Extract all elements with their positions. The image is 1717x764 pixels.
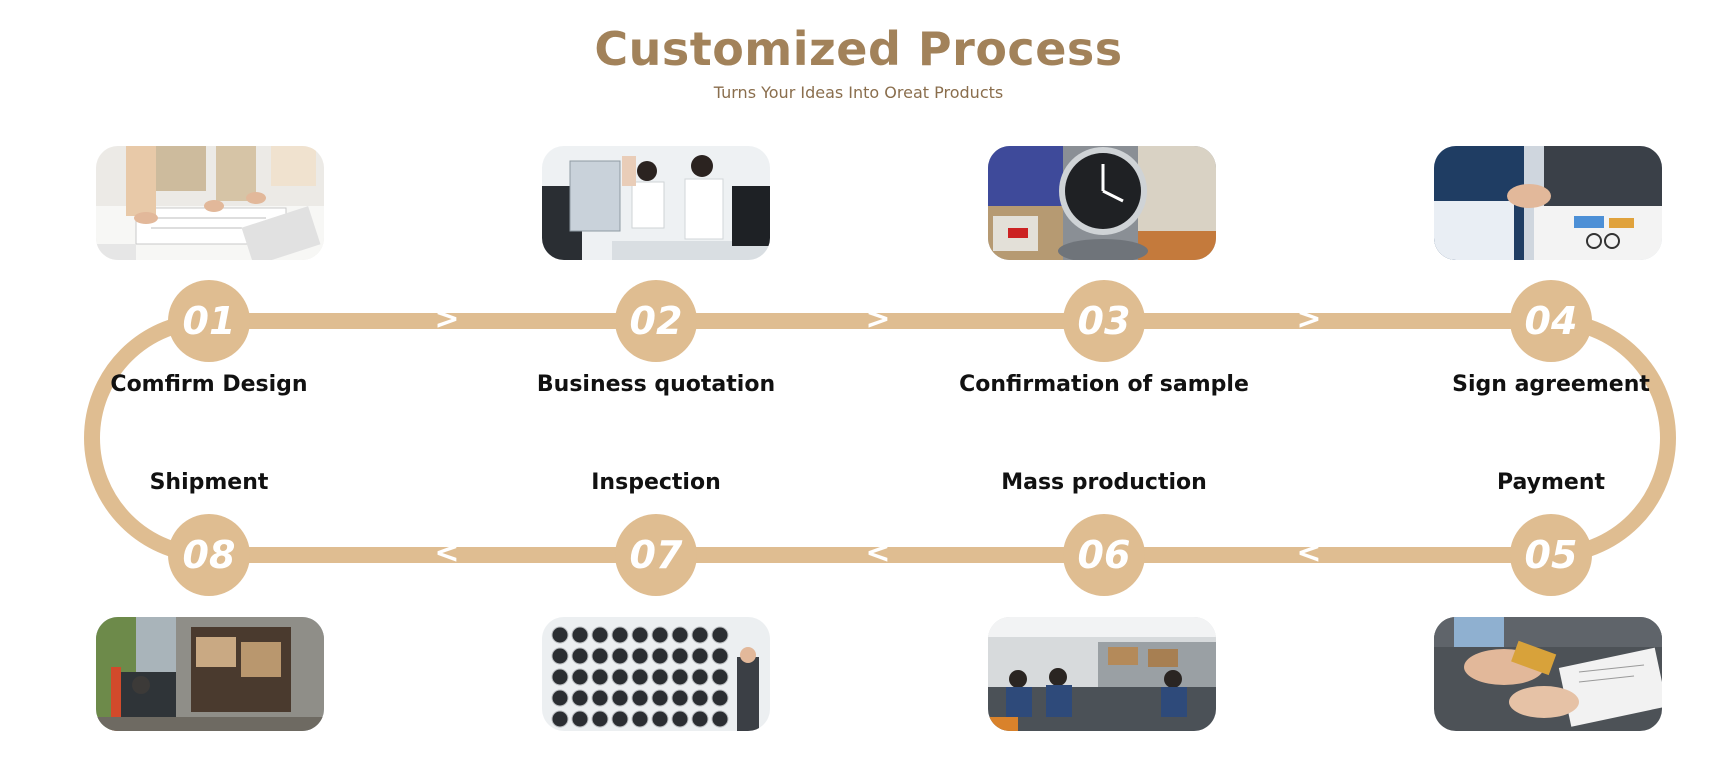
wall-clock-icon — [611, 626, 629, 644]
wall-clock-icon — [691, 668, 709, 686]
wall-clock-icon — [651, 647, 669, 665]
wall-clock-icon — [671, 668, 689, 686]
wall-clock-icon — [571, 689, 589, 707]
step-07-label: Inspection — [591, 470, 721, 495]
step-06-photo — [988, 617, 1216, 731]
step-01-label: Comfirm Design — [110, 372, 308, 397]
page-subtitle: Turns Your Ideas Into Oreat Products — [713, 83, 1004, 102]
arrow-right-icon: > — [434, 301, 460, 337]
wall-clock-icon — [651, 710, 669, 728]
wall-clock-icon — [591, 668, 609, 686]
wall-clock-icon — [651, 689, 669, 707]
wall-clock-icon — [611, 710, 629, 728]
container-loading-photo — [96, 617, 324, 731]
step-08-photo — [96, 617, 324, 731]
step-05-number: 05 — [1510, 514, 1592, 596]
step-01-number: 01 — [168, 280, 250, 362]
step-08-number: 08 — [168, 514, 250, 596]
step-06-label: Mass production — [1001, 470, 1207, 495]
step-04-label: Sign agreement — [1452, 372, 1650, 397]
wall-clock-icon — [691, 647, 709, 665]
wall-clock-icon — [711, 710, 729, 728]
step-02-label: Business quotation — [536, 372, 776, 397]
wall-clock-icon — [631, 626, 649, 644]
wall-clock-icon — [551, 668, 569, 686]
wall-clock-icon — [551, 689, 569, 707]
wall-clock-icon — [571, 626, 589, 644]
step-03-photo — [988, 146, 1216, 260]
wall-clock-icon — [651, 626, 669, 644]
wall-clock-icon — [631, 647, 649, 665]
wall-clock-icon — [611, 689, 629, 707]
wall-clock-icon — [551, 647, 569, 665]
step-05-label: Payment — [1496, 470, 1606, 495]
wall-clock-icon — [591, 626, 609, 644]
wall-clock-icon — [571, 668, 589, 686]
wall-clock-icon — [651, 668, 669, 686]
blueprint-design-photo — [96, 146, 324, 260]
wall-clock-icon — [711, 668, 729, 686]
step-07-number: 07 — [615, 514, 697, 596]
wall-clock-sample-photo — [988, 146, 1216, 260]
arrow-left-icon: < — [865, 535, 891, 571]
wall-clock-icon — [631, 689, 649, 707]
wall-clock-icon — [551, 626, 569, 644]
wall-clock-icon — [591, 689, 609, 707]
office-call-center-photo — [542, 146, 770, 260]
factory-assembly-line-photo — [988, 617, 1216, 731]
process-track-loop — [84, 313, 1676, 563]
wall-clock-icon — [571, 710, 589, 728]
wall-clock-icon — [571, 647, 589, 665]
wall-clock-icon — [591, 647, 609, 665]
wall-clock-icon — [671, 626, 689, 644]
wall-clock-icon — [711, 689, 729, 707]
step-05-photo — [1434, 617, 1662, 731]
wall-clock-icon — [691, 710, 709, 728]
step-03-label: Confirmation of sample — [959, 372, 1249, 397]
clock-inspection-wall-photo — [542, 617, 770, 731]
wall-clock-icon — [691, 689, 709, 707]
step-08-label: Shipment — [149, 470, 269, 495]
step-07-photo — [542, 617, 770, 731]
step-02-photo — [542, 146, 770, 260]
wall-clock-icon — [671, 710, 689, 728]
page-title: Customized Process — [594, 22, 1123, 76]
step-04-number: 04 — [1510, 280, 1592, 362]
wall-clock-icon — [591, 710, 609, 728]
arrow-right-icon: > — [1296, 301, 1322, 337]
step-04-photo — [1434, 146, 1662, 260]
arrow-left-icon: < — [1296, 535, 1322, 571]
handshake-agreement-photo — [1434, 146, 1662, 260]
wall-clock-icon — [671, 689, 689, 707]
step-01-photo — [96, 146, 324, 260]
arrow-left-icon: < — [434, 535, 460, 571]
wall-clock-icon — [631, 710, 649, 728]
wall-clock-icon — [631, 668, 649, 686]
wall-clock-icon — [671, 647, 689, 665]
arrow-right-icon: > — [865, 301, 891, 337]
wall-clock-icon — [691, 626, 709, 644]
wall-clock-icon — [611, 668, 629, 686]
wall-clock-icon — [711, 626, 729, 644]
wall-clock-icon — [711, 647, 729, 665]
card-payment-photo — [1434, 617, 1662, 731]
step-02-number: 02 — [615, 280, 697, 362]
wall-clock-icon — [611, 647, 629, 665]
step-06-number: 06 — [1063, 514, 1145, 596]
wall-clock-icon — [551, 710, 569, 728]
step-03-number: 03 — [1063, 280, 1145, 362]
